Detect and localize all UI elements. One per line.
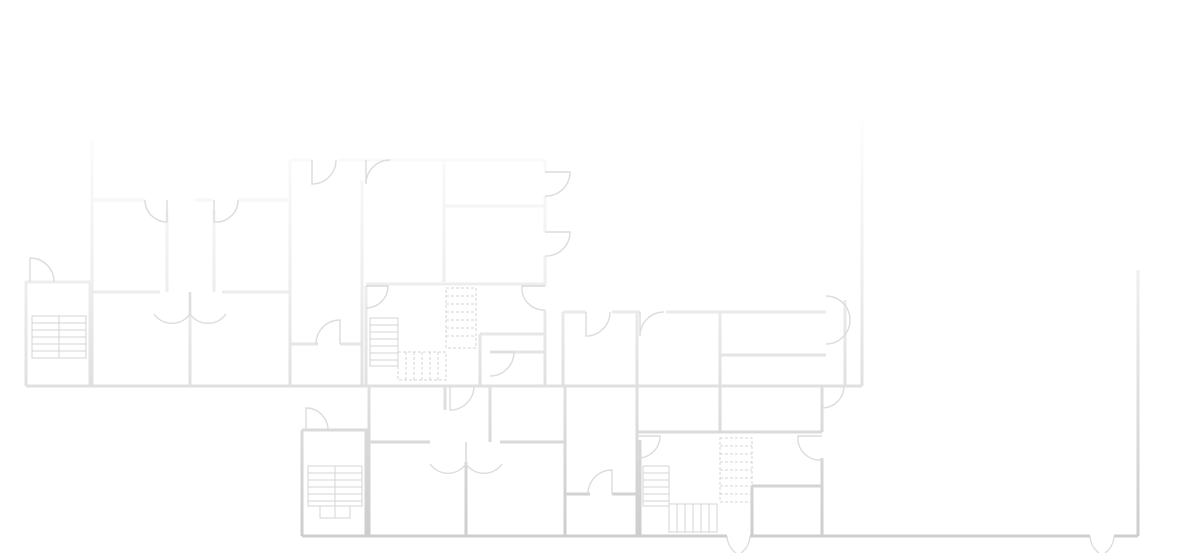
lower-core-inner <box>750 484 822 536</box>
door-mid-top <box>311 159 337 185</box>
door-room-a-left <box>144 199 168 223</box>
door-double-a-2 <box>189 292 227 324</box>
door-left-tower <box>29 257 55 283</box>
lower-block <box>300 270 1140 538</box>
door-lower-small <box>587 469 613 495</box>
door-lower-core-right <box>797 435 823 461</box>
door-swings <box>29 159 1115 553</box>
lower-room-vertical-1 <box>443 386 492 442</box>
door-small-room <box>315 319 341 345</box>
door-far-right-1 <box>1089 535 1100 553</box>
stair-center-frame <box>369 317 399 367</box>
stair-center <box>369 287 477 381</box>
door-center-right-1 <box>544 171 571 197</box>
left-stair-wall <box>26 280 92 386</box>
stair-lower-left <box>307 465 363 519</box>
left-wing-outer-wall <box>24 280 30 386</box>
stair-lower-core <box>642 437 753 533</box>
door-lower-double-2 <box>465 442 503 474</box>
stair-lower-left-landing <box>319 505 351 519</box>
door-lower-core-left <box>636 435 661 459</box>
door-double-a-1 <box>153 292 191 324</box>
door-core-right <box>521 285 546 311</box>
door-far-right-2 <box>1104 535 1115 553</box>
room-a-vertical <box>165 210 216 292</box>
door-right-tower <box>821 385 845 409</box>
door-room-a-right <box>213 199 239 223</box>
door-lower-double-1 <box>429 442 467 474</box>
door-lower-left <box>305 407 329 431</box>
door-mid-top-2 <box>365 159 391 185</box>
lower-stair-wall <box>302 428 368 536</box>
door-right-upper-2 <box>639 311 665 337</box>
stair-center-landing <box>397 351 447 381</box>
upper-block <box>24 120 864 388</box>
door-center-right-2 <box>544 231 571 257</box>
stair-center-upper-run <box>445 287 477 349</box>
stair-left <box>31 315 87 359</box>
door-core-inner <box>489 351 515 377</box>
door-right-upper-3 <box>825 295 851 345</box>
door-core-left <box>365 285 389 309</box>
door-lower-bottom-2 <box>740 535 751 553</box>
door-lower-bottom-1 <box>726 535 737 553</box>
door-right-upper-1 <box>585 311 611 337</box>
door-core-bottom <box>449 385 475 411</box>
stair-lower-core-frame <box>642 465 670 507</box>
core-right-wall <box>478 310 547 386</box>
